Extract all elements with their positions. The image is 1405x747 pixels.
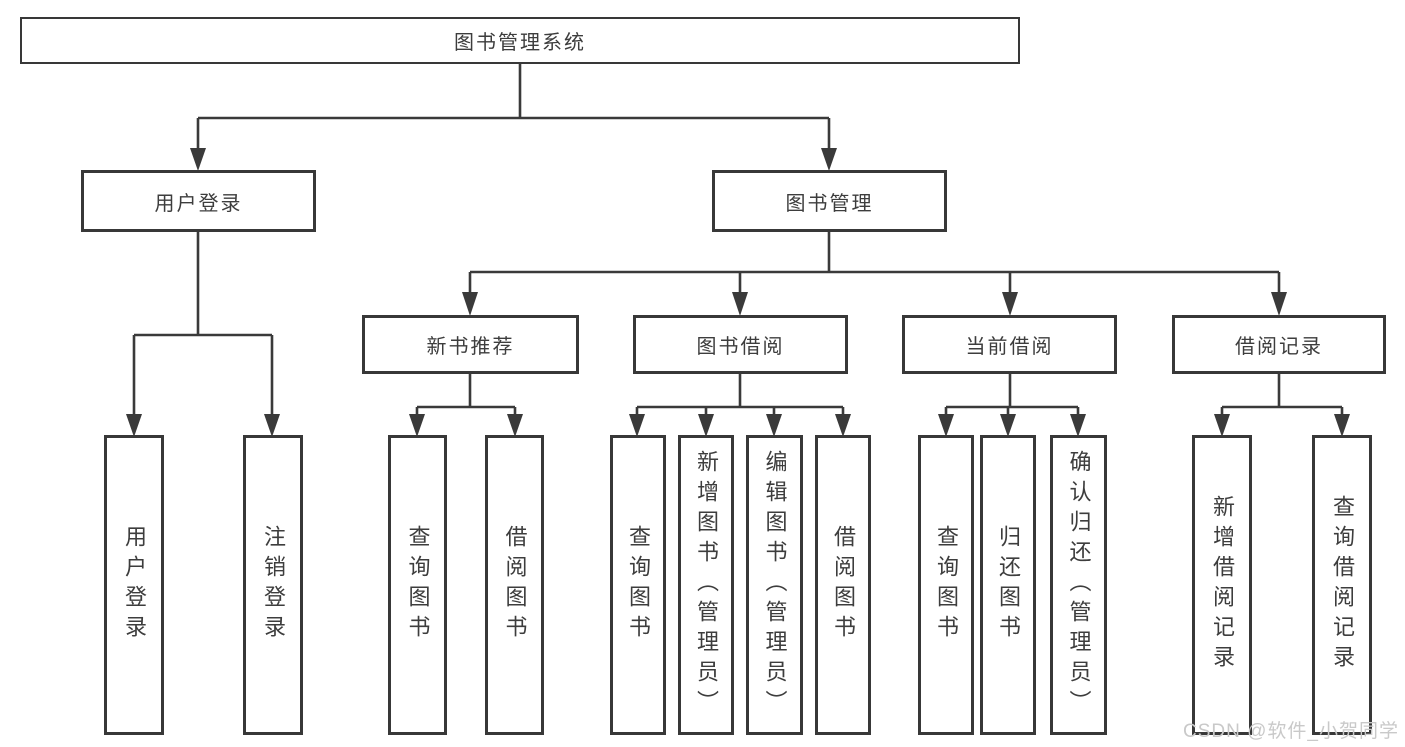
arrowhead bbox=[938, 414, 954, 437]
arrowhead bbox=[732, 292, 748, 316]
node-user-login-branch: 用户登录 bbox=[81, 170, 316, 232]
leaf-return-books: 归还图书 bbox=[980, 435, 1036, 735]
arrowhead bbox=[1271, 292, 1287, 316]
leaf-search-borrow-record: 查询借阅记录 bbox=[1312, 435, 1372, 735]
csdn-watermark: CSDN @软件_小贺同学 bbox=[1183, 721, 1399, 742]
arrowhead bbox=[835, 414, 851, 437]
arrowhead bbox=[698, 414, 714, 437]
node-current-borrowing: 当前借阅 bbox=[902, 315, 1117, 374]
arrowhead bbox=[1070, 414, 1086, 437]
arrowhead bbox=[126, 414, 142, 437]
arrowhead bbox=[1334, 414, 1350, 437]
arrowhead bbox=[1000, 414, 1016, 437]
leaf-search-books-newrec: 查询图书 bbox=[388, 435, 447, 735]
arrowhead bbox=[190, 148, 206, 171]
connector-current-borrow-to-leaves bbox=[944, 374, 1080, 416]
node-library-management-system: 图书管理系统 bbox=[20, 17, 1020, 64]
connector-book-borrow-to-leaves bbox=[635, 374, 845, 416]
connector-new-books-to-leaves bbox=[415, 374, 517, 416]
node-new-book-recommendation: 新书推荐 bbox=[362, 315, 579, 374]
arrowhead bbox=[766, 414, 782, 437]
leaf-edit-books-admin: 编辑图书（管理员） bbox=[746, 435, 803, 735]
connector-book-mgmt-to-level3 bbox=[468, 232, 1281, 294]
leaf-logout: 注销登录 bbox=[243, 435, 303, 735]
leaf-confirm-return-admin: 确认归还（管理员） bbox=[1050, 435, 1107, 735]
arrowheads bbox=[126, 148, 1350, 437]
arrowhead bbox=[1002, 292, 1018, 316]
leaf-borrow-books-newrec: 借阅图书 bbox=[485, 435, 544, 735]
leaf-search-books-current: 查询图书 bbox=[918, 435, 974, 735]
arrowhead bbox=[409, 414, 425, 437]
node-book-management-branch: 图书管理 bbox=[712, 170, 947, 232]
arrowhead bbox=[264, 414, 280, 437]
leaf-add-borrow-record: 新增借阅记录 bbox=[1192, 435, 1252, 735]
arrowhead bbox=[507, 414, 523, 437]
leaf-search-books-borrow: 查询图书 bbox=[610, 435, 666, 735]
arrowhead bbox=[1214, 414, 1230, 437]
node-borrowing-records: 借阅记录 bbox=[1172, 315, 1386, 374]
leaf-borrow-books: 借阅图书 bbox=[815, 435, 871, 735]
connector-root-to-level2 bbox=[196, 64, 831, 150]
arrowhead bbox=[462, 292, 478, 316]
node-book-borrowing: 图书借阅 bbox=[633, 315, 848, 374]
arrowhead bbox=[629, 414, 645, 437]
connector-user-login-to-leaves bbox=[132, 232, 274, 416]
connector-borrow-records-to-leaves bbox=[1220, 374, 1344, 416]
arrowhead bbox=[821, 148, 837, 171]
leaf-add-books-admin: 新增图书（管理员） bbox=[678, 435, 734, 735]
leaf-user-login: 用户登录 bbox=[104, 435, 164, 735]
